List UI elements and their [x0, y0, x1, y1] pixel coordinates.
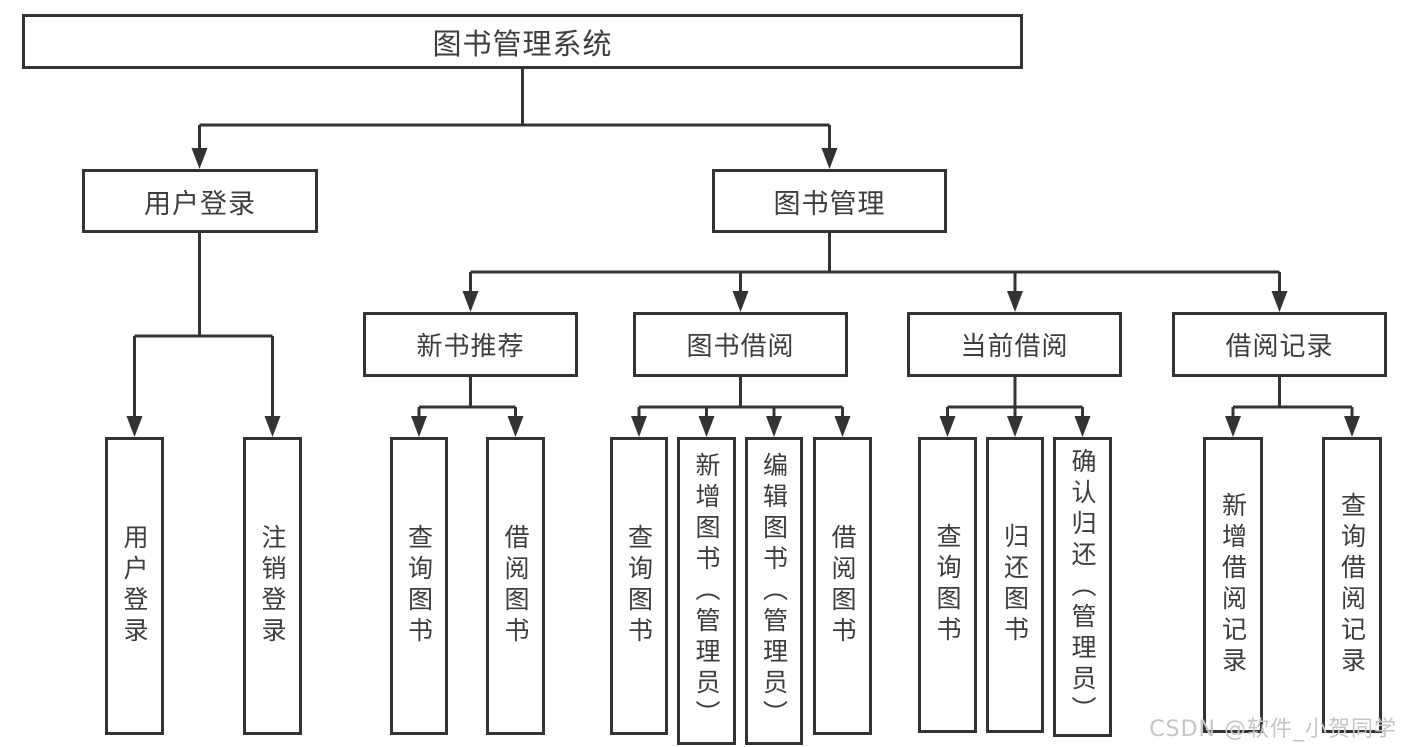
watermark: CSDN @软件_小贺同学 — [1149, 717, 1397, 742]
connector-user-login-to-leaves — [126, 233, 281, 437]
leaf-query-borrow-record-label: 查询借阅记录 — [1337, 492, 1367, 678]
leaf-query-books-current: 查询图书 — [918, 437, 977, 733]
leaf-add-books-admin: 新增图书（管理员） — [677, 437, 736, 745]
node-current-borrowing-label: 当前借阅 — [960, 332, 1069, 362]
connector-book-management-to-level3 — [462, 233, 1288, 312]
leaf-return-books-label: 归还图书 — [1000, 523, 1030, 647]
leaf-borrow-books-borrowing: 借阅图书 — [813, 437, 872, 735]
leaf-add-borrow-record: 新增借阅记录 — [1203, 437, 1263, 733]
leaf-user-login: 用户登录 — [105, 437, 164, 735]
node-new-book-recommend: 新书推荐 — [363, 312, 578, 377]
connector-current-borrowing-to-leaves — [939, 377, 1091, 437]
leaf-edit-books-admin: 编辑图书（管理员） — [745, 437, 803, 745]
leaf-logout-login: 注销登录 — [243, 437, 302, 735]
node-new-book-recommend-label: 新书推荐 — [416, 332, 525, 362]
node-book-management-label: 图书管理 — [773, 188, 886, 220]
leaf-query-books-borrowing: 查询图书 — [610, 437, 668, 735]
leaf-query-books-recommend-label: 查询图书 — [404, 524, 434, 648]
leaf-borrow-books-borrowing-label: 借阅图书 — [828, 524, 857, 648]
node-current-borrowing: 当前借阅 — [907, 312, 1122, 377]
leaf-confirm-return-admin: 确认归还（管理员） — [1053, 437, 1112, 737]
leaf-add-borrow-record-label: 新增借阅记录 — [1218, 492, 1248, 678]
leaf-query-borrow-record: 查询借阅记录 — [1322, 437, 1382, 733]
leaf-edit-books-admin-label: 编辑图书（管理员） — [759, 451, 789, 731]
leaf-return-books: 归还图书 — [986, 437, 1044, 733]
leaf-logout-login-label: 注销登录 — [258, 524, 287, 648]
leaf-add-books-admin-label: 新增图书（管理员） — [692, 451, 721, 731]
connector-new-book-recommend-to-leaves — [411, 377, 524, 437]
leaf-borrow-books-recommend: 借阅图书 — [486, 437, 545, 735]
node-library-management-system-label: 图书管理系统 — [432, 26, 613, 61]
leaf-query-books-current-label: 查询图书 — [933, 523, 962, 647]
connector-book-borrowing-to-leaves — [631, 377, 851, 437]
node-library-management-system: 图书管理系统 — [22, 14, 1023, 69]
node-book-borrowing-label: 图书借阅 — [686, 332, 795, 362]
connector-root-to-level2 — [191, 69, 838, 169]
node-book-management: 图书管理 — [712, 169, 947, 233]
leaf-query-books-borrowing-label: 查询图书 — [624, 524, 654, 648]
node-user-login: 用户登录 — [82, 169, 318, 233]
leaf-borrow-books-recommend-label: 借阅图书 — [501, 524, 530, 648]
node-user-login-label: 用户登录 — [144, 188, 256, 220]
node-borrowing-records-label: 借阅记录 — [1225, 332, 1334, 362]
node-borrowing-records: 借阅记录 — [1172, 312, 1387, 377]
connector-borrowing-records-to-leaves — [1225, 377, 1360, 437]
node-book-borrowing: 图书借阅 — [633, 312, 848, 377]
leaf-user-login-label: 用户登录 — [120, 524, 149, 648]
leaf-query-books-recommend: 查询图书 — [390, 437, 448, 735]
leaf-confirm-return-admin-label: 确认归还（管理员） — [1068, 447, 1097, 727]
